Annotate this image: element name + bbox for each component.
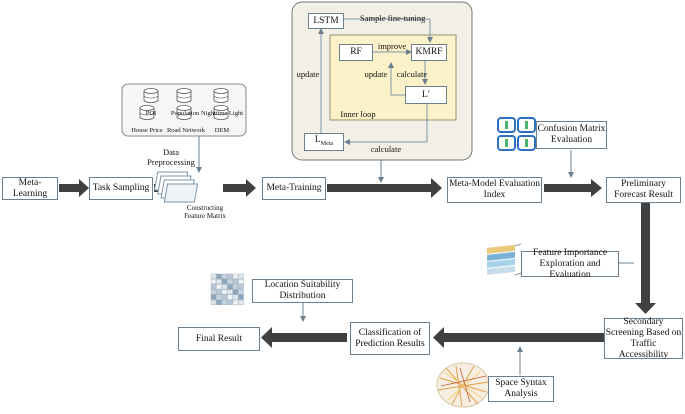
grid-cell xyxy=(216,279,222,285)
space-syntax-map-icon xyxy=(436,362,490,408)
grid-cell xyxy=(227,284,233,290)
database-icon xyxy=(139,105,155,120)
location-grid-icon xyxy=(210,273,244,305)
location-suitability-label: Location Suitability Distribution xyxy=(264,280,341,301)
update-inner-label: update xyxy=(364,69,388,79)
grid-cell xyxy=(227,279,233,285)
improve-label: improve xyxy=(377,41,407,51)
update-outer-label: update xyxy=(296,69,320,79)
source-road-network: Road Network xyxy=(166,127,206,134)
database-icon xyxy=(213,88,229,103)
grid-cell xyxy=(210,294,217,300)
database-icons xyxy=(139,88,229,120)
grid-cell xyxy=(210,289,217,295)
grid-cell xyxy=(210,299,217,305)
data-preprocessing-label: Data Preprocessing xyxy=(147,147,195,167)
l-meta-label: LMeta xyxy=(314,134,334,147)
grid-cell xyxy=(216,294,222,300)
grid-cell xyxy=(216,284,222,290)
l-prime-label: L′ xyxy=(422,89,430,100)
source-poi: POI xyxy=(145,110,157,117)
source-house-price: House Price xyxy=(131,127,163,134)
l-meta-box: LMeta xyxy=(304,133,344,151)
grid-cell xyxy=(227,294,233,300)
meta-learning-label: Meta-Learning xyxy=(12,177,48,199)
grid-cell xyxy=(210,279,217,285)
final-result-box: Final Result xyxy=(178,327,260,351)
constructing-matrix-label: Constructing Feature Matrix xyxy=(184,204,226,220)
confusion-matrix-icon xyxy=(497,117,536,151)
grid-cell xyxy=(232,299,239,305)
kmrf-label: KMRF xyxy=(415,47,443,57)
rf-label: RF xyxy=(350,47,362,57)
feature-importance-box: Feature Importance Exploration and Evalu… xyxy=(521,248,619,280)
meta-training-box: Meta-Training xyxy=(262,177,326,200)
l-prime-box: L′ xyxy=(405,86,447,104)
feature-importance-label: Feature Importance Exploration and Evalu… xyxy=(532,247,608,280)
sample-fine-tuning-label: Sample fine-tuning xyxy=(360,13,426,23)
calculate-outer-label: calculate xyxy=(370,144,402,154)
classification-box: Classification of Prediction Results xyxy=(350,322,430,355)
grid-cell xyxy=(238,279,244,285)
preliminary-forecast-box: Preliminary Forecast Result xyxy=(606,177,681,203)
grid-cell xyxy=(232,294,239,300)
grid-cell xyxy=(221,294,228,300)
grid-cell xyxy=(232,273,239,279)
inner-loop-label: Inner loop xyxy=(340,109,376,119)
grid-cell xyxy=(238,299,244,305)
confusion-matrix-label: Confusion Matrix Evaluation xyxy=(537,124,606,145)
meta-model-eval-box: Meta-Model Evaluation Index xyxy=(447,177,542,203)
grid-cell xyxy=(232,289,239,295)
grid-cell xyxy=(238,294,244,300)
space-syntax-label: Space Syntax Analysis xyxy=(495,378,547,399)
grid-cell xyxy=(238,289,244,295)
grid-cell xyxy=(216,273,222,279)
meta-model-eval-label: Meta-Model Evaluation Index xyxy=(448,179,540,200)
classification-label: Classification of Prediction Results xyxy=(355,327,425,349)
database-icon xyxy=(176,105,192,120)
meta-training-label: Meta-Training xyxy=(266,183,322,193)
grid-cell xyxy=(227,289,233,295)
grid-cell xyxy=(221,279,228,285)
source-nighttime-light: Nighttime Light xyxy=(200,110,244,117)
source-population: Population xyxy=(170,110,200,117)
grid-cell xyxy=(216,289,222,295)
location-suitability-box: Location Suitability Distribution xyxy=(252,279,353,303)
grid-cell xyxy=(221,299,228,305)
grid-cell xyxy=(210,284,217,290)
preliminary-forecast-label: Preliminary Forecast Result xyxy=(614,179,673,200)
rf-box: RF xyxy=(339,44,373,61)
final-result-label: Final Result xyxy=(195,333,243,344)
grid-cell xyxy=(221,284,228,290)
database-icon xyxy=(143,88,159,103)
grid-cell xyxy=(238,284,244,290)
grid-cell xyxy=(210,273,217,279)
grid-cell xyxy=(227,299,233,305)
database-icon xyxy=(213,105,229,120)
meta-learning-box: Meta-Learning xyxy=(2,177,58,200)
feature-matrix-icon xyxy=(153,171,199,203)
kmrf-box: KMRF xyxy=(411,44,447,61)
task-sampling-box: Task Sampling xyxy=(89,177,153,200)
lstm-label: LSTM xyxy=(313,15,339,26)
grid-cell xyxy=(221,273,228,279)
grid-cell xyxy=(216,299,222,305)
feature-importance-icon xyxy=(487,243,522,276)
confusion-matrix-box: Confusion Matrix Evaluation xyxy=(536,121,607,149)
space-syntax-box: Space Syntax Analysis xyxy=(488,376,554,402)
grid-cell xyxy=(221,289,228,295)
secondary-screening-box: Secondary Screening Based on Traffic Acc… xyxy=(604,316,683,360)
grid-cell xyxy=(232,279,239,285)
grid-cell xyxy=(238,273,244,279)
task-sampling-label: Task Sampling xyxy=(92,183,150,193)
grid-cell xyxy=(227,273,233,279)
calculate-inner-label: calculate xyxy=(396,69,428,79)
source-dem: DEM xyxy=(214,127,230,134)
secondary-screening-label: Secondary Screening Based on Traffic Acc… xyxy=(605,316,682,360)
database-icon xyxy=(176,88,192,103)
grid-cell xyxy=(232,284,239,290)
lstm-box: LSTM xyxy=(308,13,344,29)
